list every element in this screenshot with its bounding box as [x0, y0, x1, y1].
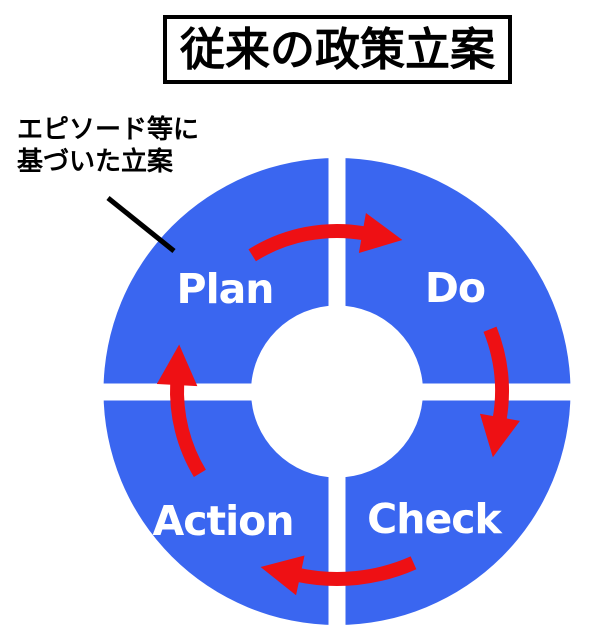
quadrant-gap-horizontal [96, 383, 578, 401]
quadrant-label-do: Do [425, 264, 485, 312]
arrow-action-to-plan [156, 344, 206, 478]
annotation-line-2: 基づいた立案 [17, 147, 174, 177]
arrow-plan-to-do [248, 212, 403, 262]
annotation-pointer-line [106, 196, 176, 253]
arrow-check-to-action [260, 555, 417, 596]
quadrant-label-plan: Plan [177, 265, 274, 313]
arrow-do-to-check [479, 326, 520, 458]
annotation-label: エピソード等に 基づいた立案 [17, 114, 199, 178]
quadrant-label-check: Check [367, 495, 503, 543]
quadrant-label-action: Action [152, 497, 293, 545]
title-box: 従来の政策立案 [163, 15, 512, 84]
page-title: 従来の政策立案 [179, 23, 495, 76]
annotation-line-1: エピソード等に [17, 115, 200, 145]
